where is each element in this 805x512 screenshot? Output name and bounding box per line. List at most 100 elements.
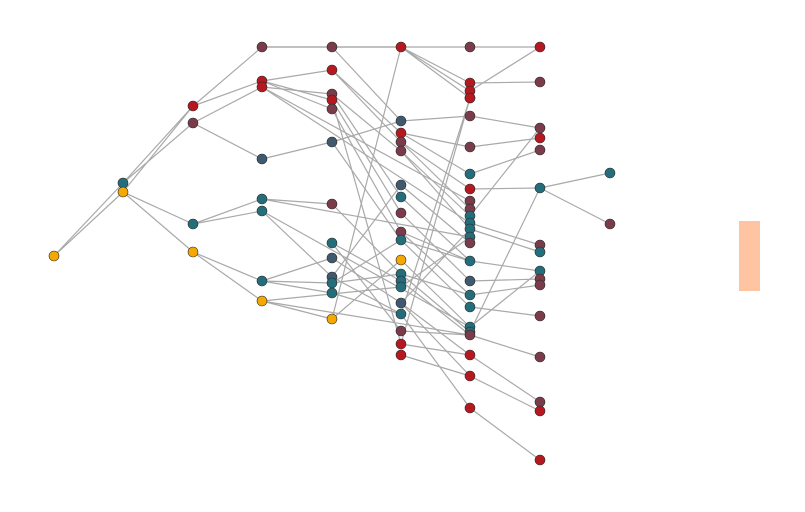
graph-edge (261, 80, 333, 110)
graph-edge (400, 354, 471, 377)
graph-edge (539, 172, 611, 189)
graph-node (395, 127, 407, 139)
graph-edge (331, 257, 402, 304)
graph-edge (261, 198, 333, 205)
graph-edge (469, 81, 541, 84)
graph-edge (400, 141, 471, 210)
graph-node (395, 338, 407, 350)
graph-node (395, 191, 407, 203)
graph-edge (331, 242, 402, 332)
graph-node (256, 275, 268, 287)
graph-node (395, 179, 407, 191)
graph-edge (331, 46, 402, 320)
graph-node (187, 246, 199, 258)
graph-edge (122, 105, 194, 193)
graph-edge (192, 210, 263, 225)
graph-edge (400, 196, 471, 262)
graph-node (395, 234, 407, 246)
graph-node (117, 186, 129, 198)
graph-edge (469, 187, 541, 333)
graph-edge (400, 239, 471, 308)
graph-edge (400, 132, 471, 148)
graph-node (395, 254, 407, 266)
graph-node (534, 396, 546, 408)
graph-node (326, 198, 338, 210)
graph-edge (331, 273, 402, 284)
graph-edge (400, 273, 471, 333)
graph-node (326, 103, 338, 115)
graph-edge (539, 187, 611, 225)
graph-edge (331, 93, 402, 152)
graph-edge (469, 278, 541, 282)
graph-node (395, 325, 407, 337)
graph-edge (400, 239, 471, 262)
graph-node (464, 41, 476, 53)
graph-node (464, 402, 476, 414)
graph-edges (53, 46, 611, 461)
graph-edge (331, 46, 402, 122)
graph-edge (331, 203, 402, 275)
graph-node (326, 41, 338, 53)
graph-edge (400, 313, 471, 409)
graph-node (326, 252, 338, 264)
graph-node (534, 76, 546, 88)
graph-edge (331, 69, 402, 143)
graph-edge (400, 231, 471, 296)
graph-edge (331, 141, 402, 241)
graph-edge (469, 127, 541, 217)
graph-node (534, 246, 546, 258)
graph-edge (331, 184, 402, 278)
graph-edge (469, 228, 541, 253)
graph-edge (400, 259, 471, 328)
graph-edge (400, 115, 471, 122)
graph-node (534, 144, 546, 156)
graph-edge (122, 105, 194, 184)
graph-edge (331, 259, 402, 320)
graph-edge (192, 86, 263, 124)
graph-edge (400, 150, 471, 230)
graph-node (534, 351, 546, 363)
graph-node (256, 205, 268, 217)
graph-edge (469, 149, 541, 175)
graph-node (48, 250, 60, 262)
graph-edge (331, 276, 402, 315)
graph-edge (400, 150, 471, 217)
graph-node (534, 310, 546, 322)
graph-edge (192, 251, 263, 302)
graph-node (464, 92, 476, 104)
graph-node (326, 64, 338, 76)
graph-node (187, 100, 199, 112)
graph-edge (122, 191, 194, 225)
graph-node (395, 115, 407, 127)
graph-edge (192, 251, 263, 282)
graph-node (326, 313, 338, 325)
graph-edge (261, 280, 333, 294)
graph-edge (331, 93, 402, 198)
graph-node (464, 275, 476, 287)
graph-node (464, 349, 476, 361)
graph-edge (261, 257, 333, 282)
graph-edge (400, 302, 471, 377)
graph-node (534, 279, 546, 291)
graph-node (464, 110, 476, 122)
graph-node (534, 132, 546, 144)
graph-node (395, 41, 407, 53)
graph-edge (400, 236, 471, 288)
graph-node (256, 81, 268, 93)
graph-node (464, 289, 476, 301)
graph-edge (122, 122, 194, 184)
graph-edge (400, 228, 471, 304)
legend-color-swatch (739, 221, 760, 291)
graph-node (464, 255, 476, 267)
graph-node (464, 237, 476, 249)
graph-edge (469, 334, 541, 358)
graph-edge (53, 191, 124, 257)
graph-node (395, 136, 407, 148)
graph-edge (469, 375, 541, 412)
graph-node (464, 329, 476, 341)
graph-node (326, 136, 338, 148)
graph-edge (261, 198, 471, 238)
graph-edge (192, 198, 263, 225)
graph-edge (469, 354, 541, 403)
